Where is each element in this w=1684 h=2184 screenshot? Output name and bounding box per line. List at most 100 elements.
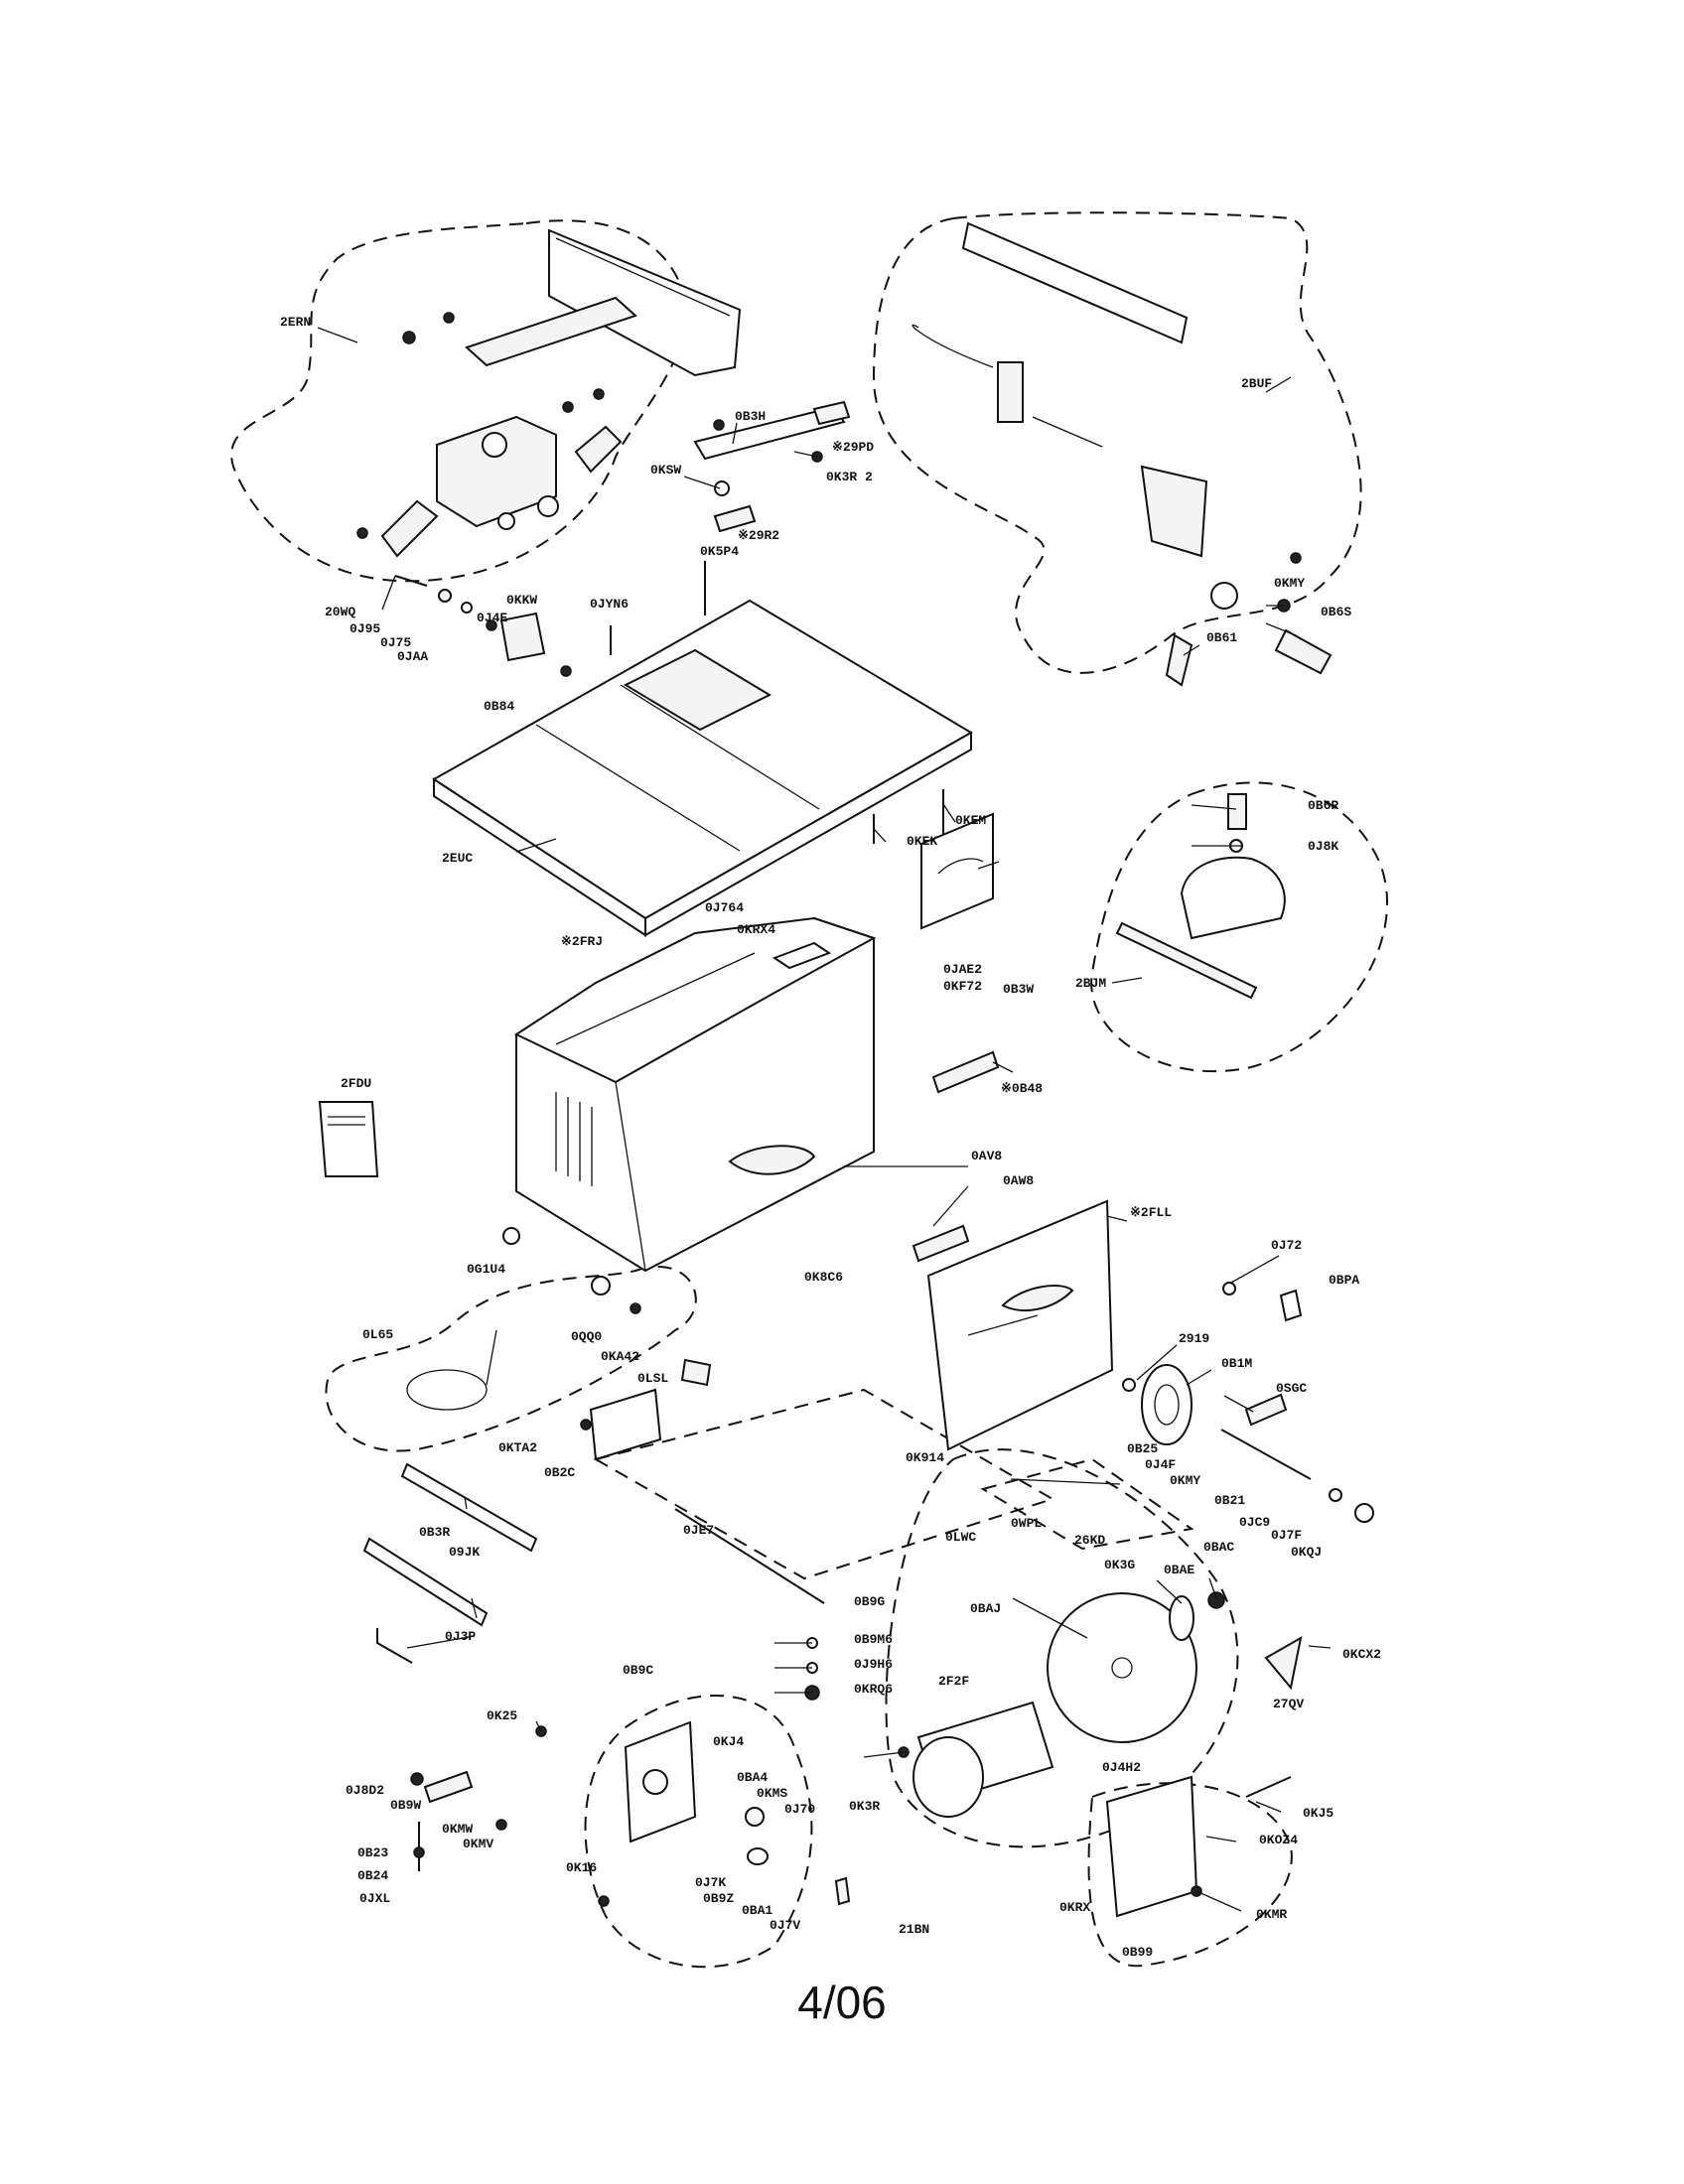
guard-nut-2 <box>593 388 605 400</box>
label-0B6R: 0B6R <box>1308 798 1338 813</box>
label-0KRX: 0KRX <box>1059 1900 1090 1915</box>
label-0B6S: 0B6S <box>1321 605 1351 619</box>
nut-0BAC <box>1207 1591 1225 1609</box>
base-inner-edge <box>555 952 756 1045</box>
guard-arm <box>465 296 637 367</box>
plate-0J7V <box>834 1876 851 1906</box>
guard-screw-2 <box>443 312 455 324</box>
label-0K3G: 0K3G <box>1104 1558 1135 1572</box>
label-2ERN: 2ERN <box>280 315 311 330</box>
table-top-side-edge <box>644 731 972 937</box>
miter-knob-0B6R <box>1227 793 1247 830</box>
strip-0B48 <box>931 1050 1000 1094</box>
boundary-0LWC <box>980 1457 1194 1551</box>
guard-screw <box>402 331 416 344</box>
label-21BN: 21BN <box>899 1922 929 1937</box>
wrench-0B3R <box>400 1462 538 1553</box>
bracket-0KKW <box>499 612 546 662</box>
front-panel-rack <box>967 1314 1039 1336</box>
throat-plate-0B3H <box>693 405 846 461</box>
page-number: 4/06 <box>797 1977 887 2028</box>
label-0LWC: 0LWC <box>945 1530 976 1545</box>
label-0B9Z: 0B9Z <box>703 1891 734 1906</box>
pivot-0B9W <box>423 1770 474 1804</box>
label-0BAJ: 0BAJ <box>970 1601 1001 1616</box>
fence-spring <box>1032 416 1103 448</box>
cord-0L65 <box>406 1369 488 1411</box>
label-0KKW: 0KKW <box>506 593 537 608</box>
front-panel-slot <box>1001 1285 1074 1311</box>
label-0WPL: 0WPL <box>1011 1516 1042 1531</box>
label-0J4E: 0J4E <box>477 611 507 625</box>
pin-0J8D <box>410 1772 424 1786</box>
label-0B21: 0B21 <box>1214 1493 1245 1508</box>
label-0L65: 0L65 <box>362 1327 393 1342</box>
switch-0LSL <box>680 1358 712 1387</box>
label-0B25: 0B25 <box>1127 1441 1158 1456</box>
fence-plate <box>997 361 1024 423</box>
label-2919: 2919 <box>1179 1331 1209 1346</box>
table-top-assembly <box>432 400 973 937</box>
label-2F2F: 2F2F <box>938 1674 969 1689</box>
table-slot-right <box>620 684 820 810</box>
switch-box-0B2C <box>589 1388 662 1461</box>
fence-screw <box>1290 552 1302 564</box>
label-0KTA2: 0KTA2 <box>498 1440 537 1455</box>
label-29R2 <box>713 504 757 533</box>
hex-key-0J3P <box>376 1628 413 1664</box>
label-0QQ0: 0QQ0 <box>571 1329 602 1344</box>
label-0LSL: 0LSL <box>637 1371 668 1386</box>
wrench-09JK <box>362 1537 489 1627</box>
label-0KEK: 0KEK <box>907 834 937 849</box>
label-26KD: 26KD <box>1074 1533 1105 1548</box>
label-0J764: 0J764 <box>705 900 744 915</box>
label-0JC9: 0JC9 <box>1239 1515 1270 1530</box>
nut-0KMV <box>495 1819 507 1831</box>
label-0J7V: 0J7V <box>770 1918 800 1933</box>
shaft-0JE7 <box>674 1508 825 1604</box>
label-0B3H: 0B3H <box>735 409 766 424</box>
label-0JAE2: 0JAE2 <box>943 962 982 977</box>
power-parts <box>406 1227 712 1461</box>
label-0J75: 0J75 <box>380 635 411 650</box>
label-0J7F: 0J7F <box>1271 1528 1302 1543</box>
label-0AW8: 0AW8 <box>1003 1173 1034 1188</box>
base-cabinet <box>513 812 1000 1273</box>
fence-clamp <box>1140 465 1208 558</box>
label-0BPA: 0BPA <box>1329 1273 1359 1288</box>
base-slot <box>728 1145 816 1175</box>
guard-nut <box>562 401 574 413</box>
label-0J4H2: 0J4H2 <box>1102 1760 1141 1775</box>
boundary-2F2F <box>885 1448 1239 1848</box>
gear-0B9Z <box>747 1847 769 1865</box>
label-0KA42: 0KA42 <box>601 1349 639 1364</box>
label-0K3R-bot: 0K3R <box>849 1799 880 1814</box>
nut-0K16 <box>598 1895 610 1907</box>
label-0B9C: 0B9C <box>623 1663 653 1678</box>
washer-2919 <box>1122 1378 1136 1392</box>
label-0KJ4: 0KJ4 <box>713 1734 744 1749</box>
cord-lead <box>486 1329 497 1386</box>
fence-rail <box>961 221 1189 344</box>
motor-assembly <box>912 1591 1303 1918</box>
label-0J72: 0J72 <box>1271 1238 1302 1253</box>
label-0JAA: 0JAA <box>397 649 428 664</box>
clip-0BPA <box>1279 1289 1303 1322</box>
label-0KMY-mid: 0KMY <box>1170 1473 1200 1488</box>
motor-endcap <box>912 1736 984 1818</box>
handle-0SGC <box>1244 1393 1288 1427</box>
label-0KRX4: 0KRX4 <box>737 922 775 937</box>
label-0KEM: 0KEM <box>955 813 986 828</box>
label-0BA4: 0BA4 <box>737 1770 768 1785</box>
table-slot-left <box>535 724 741 852</box>
label-0KMY-top: 0KMY <box>1274 576 1305 591</box>
label-0J9H6: 0J9H6 <box>854 1657 893 1672</box>
label-0KSW: 0KSW <box>650 463 681 478</box>
washer-0J72 <box>1222 1282 1236 1296</box>
front-panel-2FLL <box>926 1199 1114 1451</box>
label-0B24: 0B24 <box>357 1868 388 1883</box>
scale-0AW8 <box>912 1224 970 1263</box>
fence-handle-0B6S <box>1274 628 1333 675</box>
label-0K5P4: 0K5P4 <box>700 544 739 559</box>
washer-0J95 <box>438 589 452 603</box>
